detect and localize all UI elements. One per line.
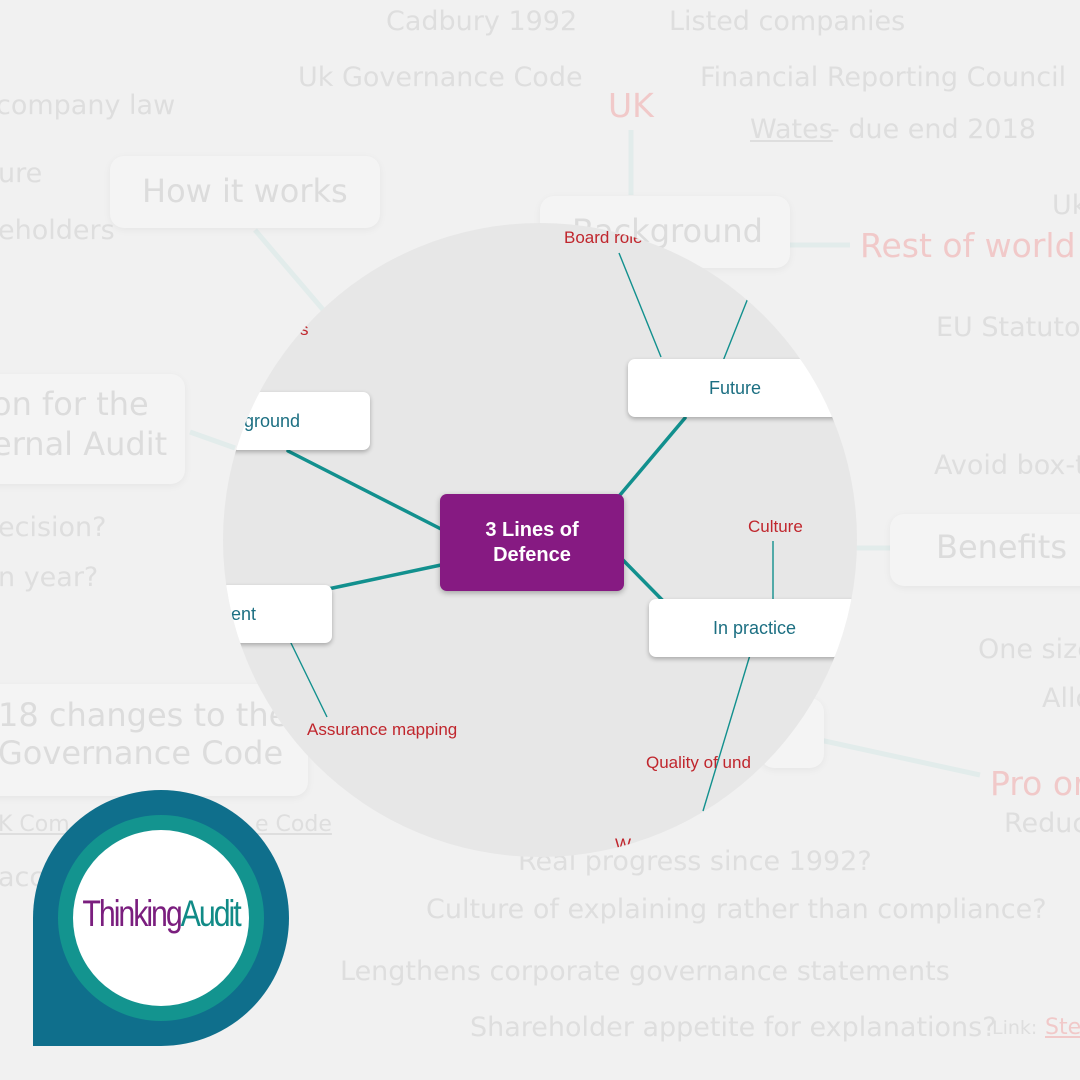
- focus-circle: Future kground ent In practice 3 Lines o…: [223, 223, 857, 857]
- bg-box-benefits: Benefits: [890, 514, 1080, 586]
- bg-text-eu-statutory: EU Statutor: [936, 312, 1080, 343]
- bg-text-culture-explaining: Culture of explaining rather than compli…: [426, 894, 1047, 925]
- bg-link-ste[interactable]: Ste: [1045, 1015, 1080, 1040]
- leaf-w-fragment[interactable]: W: [615, 835, 632, 854]
- thinkingaudit-logo: ThinkingAudit: [33, 790, 289, 1046]
- bg-text-year: n year?: [0, 562, 99, 593]
- bg-text-link-label: Link:: [992, 1017, 1038, 1039]
- node-future-label: Future: [709, 377, 762, 398]
- bg-link-wates[interactable]: Wates: [750, 114, 833, 145]
- leaf-board-role[interactable]: Board role: [564, 228, 643, 247]
- bg-text-ure: ure: [0, 158, 43, 189]
- bg-text-uk-governance-code: Uk Governance Code: [298, 62, 583, 93]
- node-assurance[interactable]: ent: [223, 585, 332, 643]
- bg-text-rest-of-world: Rest of world: [860, 226, 1076, 265]
- center-label-line1: 3 Lines of: [485, 518, 579, 541]
- bg-text-lengthens: Lengthens corporate governance statement…: [340, 956, 950, 987]
- logo-word-audit: Audit: [180, 893, 242, 934]
- node-assurance-label: ent: [231, 603, 257, 624]
- bg-text-company-law: company law: [0, 90, 176, 121]
- bg-box-2018-line2: Governance Code: [0, 734, 284, 772]
- node-in-practice[interactable]: In practice: [649, 599, 857, 657]
- node-in-practice-label: In practice: [713, 617, 797, 638]
- bg-text-allo: Allo: [1042, 683, 1080, 714]
- bg-text-reduc: Reduc: [1004, 808, 1080, 839]
- leaf-s-fragment[interactable]: s: [300, 320, 309, 339]
- bg-text-avoid-box: Avoid box-t: [934, 450, 1080, 481]
- bg-text-one-size: One size: [978, 634, 1080, 665]
- center-label-line2: Defence: [493, 543, 571, 566]
- bg-text-cadbury: Cadbury 1992: [386, 6, 578, 37]
- branch-connectors: [286, 252, 774, 812]
- bg-text-uk: UK: [608, 86, 654, 125]
- bg-box-internal-audit-line2: ernal Audit: [0, 425, 168, 463]
- bg-text-uk-right: Uk: [1052, 190, 1080, 221]
- bg-text-due-2018: - due end 2018: [830, 114, 1036, 145]
- bg-text-eholders: eholders: [0, 215, 115, 246]
- node-background-label: kground: [235, 410, 301, 431]
- leaf-quality[interactable]: Quality of und: [646, 753, 751, 772]
- bg-text-frc: Financial Reporting Council: [700, 62, 1067, 93]
- bg-box-how-it-works: How it works: [110, 156, 380, 228]
- bg-text-listed-companies: Listed companies: [669, 6, 906, 37]
- bg-link-code[interactable]: e Code: [255, 812, 332, 837]
- logo-word-thinking: Thinking: [82, 893, 182, 934]
- bg-box-internal-audit: on for the ernal Audit: [0, 374, 185, 484]
- leaf-culture[interactable]: Culture: [748, 517, 803, 536]
- bg-link-uk-com[interactable]: K Com: [0, 812, 70, 837]
- node-background[interactable]: kground: [223, 392, 370, 450]
- node-future[interactable]: Future: [628, 359, 843, 417]
- node-3-lines-of-defence[interactable]: 3 Lines of Defence: [440, 494, 624, 591]
- bg-text-decision: ecision?: [0, 512, 107, 543]
- leaf-assurance-mapping[interactable]: Assurance mapping: [307, 720, 458, 739]
- bg-box-2018-line1: 18 changes to the: [0, 696, 289, 734]
- bg-text-pro-or: Pro or: [990, 764, 1080, 803]
- bg-box-2018-changes: 18 changes to the Governance Code: [0, 684, 308, 796]
- bg-box-internal-audit-line1: on for the: [0, 385, 149, 423]
- bg-text-shareholder-appetite: Shareholder appetite for explanations?: [470, 1012, 997, 1043]
- logo-wordmark: ThinkingAudit: [56, 893, 266, 935]
- logo-pin-shape: [33, 790, 289, 1046]
